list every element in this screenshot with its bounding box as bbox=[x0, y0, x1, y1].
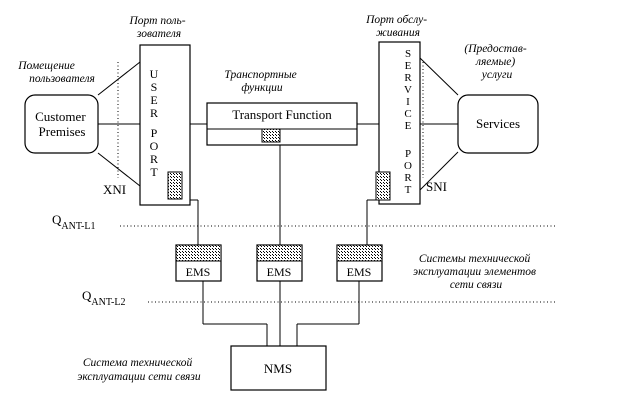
svg-text:I: I bbox=[406, 96, 410, 108]
svg-text:O: O bbox=[150, 139, 159, 153]
svg-text:R: R bbox=[150, 152, 158, 166]
customer-premises-box bbox=[24, 94, 99, 154]
svg-text:T: T bbox=[405, 184, 412, 196]
customer-area-caption: Помещение пользователя bbox=[17, 60, 95, 85]
xni-label: XNI bbox=[103, 182, 126, 197]
svg-text:R: R bbox=[404, 172, 412, 184]
nms-label: NMS bbox=[264, 361, 292, 376]
ems-box-1: EMS bbox=[175, 244, 222, 282]
services-box bbox=[457, 94, 539, 154]
transport-function-box bbox=[206, 102, 358, 146]
sni-label: SNI bbox=[426, 179, 447, 194]
svg-text:E: E bbox=[405, 60, 412, 72]
ems-caption: Системы технической эксплуатации элемент… bbox=[413, 252, 539, 291]
svg-text:R: R bbox=[404, 72, 412, 84]
user-port-management-point bbox=[167, 171, 183, 200]
svg-text:V: V bbox=[404, 84, 412, 96]
ems-box-3: EMS bbox=[336, 244, 383, 282]
service-port-caption: Порт обслу- живания bbox=[365, 14, 430, 39]
svg-text:T: T bbox=[150, 165, 158, 179]
svg-text:R: R bbox=[150, 106, 158, 120]
transport-caption: Транспортные функции bbox=[224, 69, 299, 94]
svg-text:P: P bbox=[151, 126, 158, 140]
ems-box-2: EMS bbox=[256, 244, 303, 282]
ems-label: EMS bbox=[267, 265, 292, 279]
svg-text:U: U bbox=[150, 67, 159, 81]
svg-text:S: S bbox=[405, 48, 411, 60]
reference-lines bbox=[117, 62, 556, 303]
svg-text:E: E bbox=[405, 120, 412, 132]
nms-caption: Система технической эксплуатации сети св… bbox=[77, 356, 201, 383]
q-l2-label: QANT-L2 bbox=[82, 288, 125, 308]
transport-management-point bbox=[261, 128, 281, 143]
nms-box bbox=[230, 345, 327, 391]
ems-label: EMS bbox=[186, 265, 211, 279]
transport-function-label: Transport Function bbox=[232, 107, 332, 122]
user-port-label: U S E R P O R T bbox=[150, 67, 159, 179]
customer-premises-label: Customer Premises bbox=[35, 109, 89, 139]
service-port-management-point bbox=[375, 171, 391, 201]
q-l1-label: QANT-L1 bbox=[52, 212, 95, 232]
services-label: Services bbox=[476, 116, 520, 131]
ems-label: EMS bbox=[347, 265, 372, 279]
service-port-label: S E R V I C E P O R T bbox=[404, 48, 412, 196]
svg-text:S: S bbox=[151, 80, 158, 94]
svg-text:P: P bbox=[405, 148, 411, 160]
svg-text:O: O bbox=[404, 160, 412, 172]
user-port-caption: Порт поль- зователя bbox=[129, 15, 189, 40]
svg-text:E: E bbox=[150, 93, 157, 107]
svg-text:C: C bbox=[404, 108, 411, 120]
services-caption: (Предостав- ляемые) услуги bbox=[464, 43, 529, 81]
